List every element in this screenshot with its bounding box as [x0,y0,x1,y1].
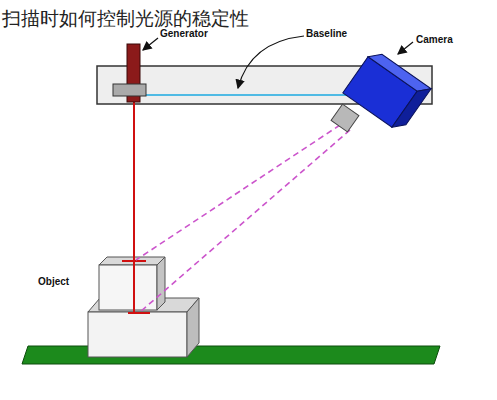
camera-lens [331,104,359,132]
reflected-ray [140,130,350,312]
lower-box [88,312,187,357]
leader-line [398,42,413,54]
reflected-ray [136,125,340,260]
box-side [187,298,199,357]
part-label: Camera [416,34,453,45]
leader-line [238,36,304,88]
title-text: 扫描时如何控制光源的稳定性 [2,6,249,32]
part-label: Object [38,276,69,287]
upper-box [99,265,157,310]
laser-beam [133,98,135,312]
ground-plate [22,346,440,364]
part-label: Generator [160,28,208,39]
laser-mark [128,312,150,314]
box-top [99,257,165,265]
part-label: Baseline [306,28,347,39]
generator-head [113,84,146,96]
box-side [157,257,165,310]
leader-line [143,38,158,50]
